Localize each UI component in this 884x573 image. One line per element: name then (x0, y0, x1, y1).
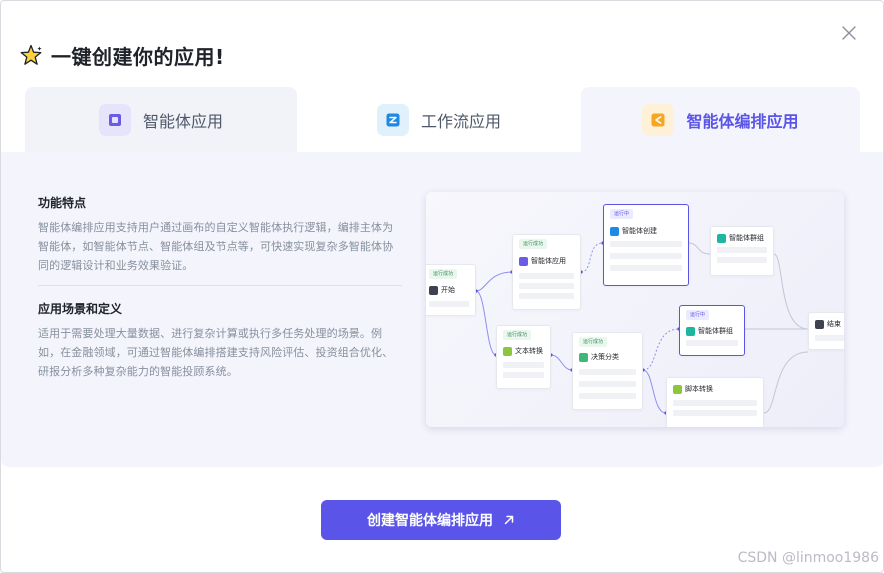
tab-label: 智能体应用 (142, 112, 223, 131)
flow-node-agent-app: 运行成功 智能体应用 (512, 234, 581, 310)
start-node-icon (429, 285, 438, 295)
arrow-up-right-icon (504, 515, 514, 525)
node-label: 脚本转换 (685, 385, 713, 393)
script-node-icon (673, 384, 682, 394)
flow-node-start: 运行成功 开始 (426, 264, 476, 316)
status-badge: 运行成功 (579, 337, 608, 347)
close-icon[interactable] (839, 23, 859, 43)
flow-node-decision: 运行成功 决策分类 (572, 332, 643, 410)
agent-app-icon (98, 104, 131, 136)
node-label: 决策分类 (591, 353, 619, 361)
tab-orchestration-app[interactable]: 智能体编排应用 (581, 87, 860, 153)
status-badge: 运行成功 (429, 269, 458, 279)
flow-node-agent-group-top: 智能体群组 (710, 226, 774, 276)
node-label: 智能体群组 (729, 234, 764, 242)
scenarios-text: 适用于需要处理大量数据、进行复杂计算或执行多任务处理的场景。例如，在金融领域，可… (38, 327, 394, 378)
create-orchestration-app-button[interactable]: 创建智能体编排应用 (321, 500, 561, 540)
tab-workflow-app[interactable]: 工作流应用 (301, 87, 577, 153)
status-badge: 运行中 (610, 209, 634, 219)
orchestration-icon (642, 104, 675, 136)
tab-content-panel: 功能特点 智能体编排应用支持用户通过画布的自定义智能体执行逻辑，编排主体为智能体… (1, 152, 883, 467)
agent-node-icon (610, 226, 619, 236)
flow-node-text-convert: 运行成功 文本转换 (496, 325, 551, 389)
flow-node-script: 脚本转换 (666, 377, 764, 427)
end-node-icon (815, 319, 824, 329)
app-type-tabs: 智能体应用 工作流应用 智能体编排应用 (1, 87, 883, 153)
dialog-header: 一键创建你的应用! (19, 41, 225, 70)
node-label: 文本转换 (515, 347, 543, 355)
group-node-icon (717, 233, 726, 243)
node-label: 开始 (441, 286, 455, 294)
sparkle-star-icon (19, 44, 43, 68)
node-label: 智能体创建 (622, 227, 657, 235)
scenarios-title: 应用场景和定义 (38, 302, 123, 316)
features-title: 功能特点 (38, 196, 87, 210)
watermark: CSDN @linmoo1986 (737, 550, 879, 566)
tab-label: 工作流应用 (420, 112, 501, 131)
flow-node-end: 结束 (808, 312, 844, 350)
dialog-title: 一键创建你的应用! (51, 45, 225, 69)
create-button-label: 创建智能体编排应用 (367, 513, 493, 529)
flow-node-agent-group-mid: 运行中 智能体群组 (679, 305, 745, 356)
tab-agent-app[interactable]: 智能体应用 (25, 87, 297, 153)
agent-node-icon (519, 256, 528, 266)
features-text: 智能体编排应用支持用户通过画布的自定义智能体执行逻辑，编排主体为智能体，如智能体… (38, 221, 394, 272)
workflow-icon (376, 104, 409, 136)
tab-label: 智能体编排应用 (686, 112, 799, 131)
node-label: 结束 (827, 320, 841, 328)
node-label: 智能体应用 (531, 257, 566, 265)
decision-node-icon (579, 352, 588, 362)
status-badge: 运行成功 (503, 330, 532, 340)
status-badge: 运行成功 (519, 239, 548, 249)
text-node-icon (503, 346, 512, 356)
description: 功能特点 智能体编排应用支持用户通过画布的自定义智能体执行逻辑，编排主体为智能体… (38, 194, 402, 381)
orchestration-preview-image: 运行成功 开始 运行成功 智能体应用 运行中 智能体创建 智能体群组 运行成功 (426, 192, 844, 427)
node-label: 智能体群组 (698, 327, 733, 335)
flow-node-agent-create: 运行中 智能体创建 (603, 204, 689, 286)
status-badge: 运行中 (686, 310, 710, 320)
divider (38, 285, 402, 286)
group-node-icon (686, 326, 695, 336)
